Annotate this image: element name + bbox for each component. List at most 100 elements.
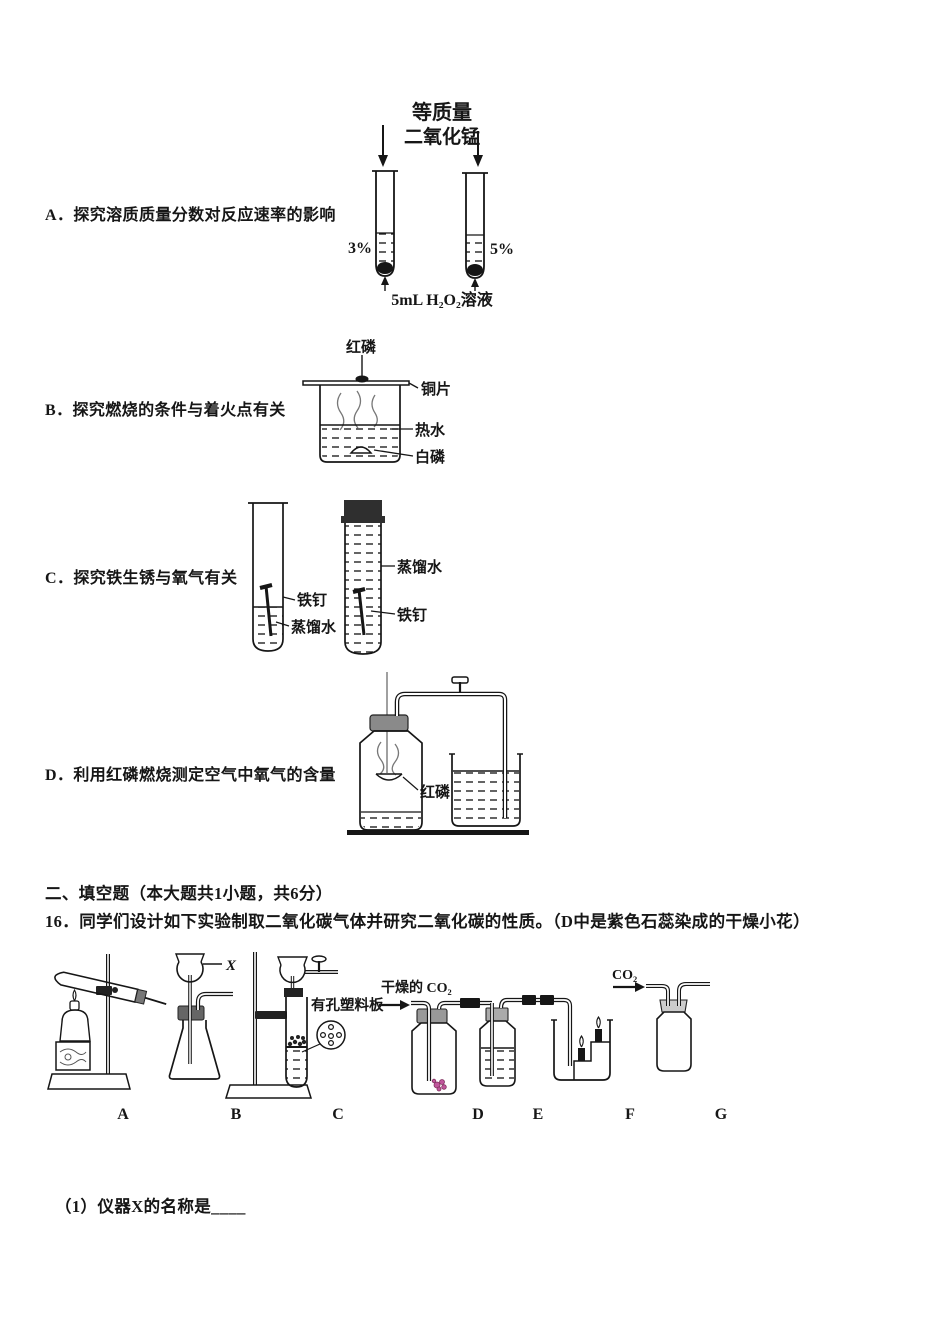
reaction-tube [285, 997, 308, 1088]
option-c-caption: C．探究铁生锈与氧气有关 [45, 570, 238, 587]
apparatus-e-washing-bottle [479, 995, 573, 1087]
instrument-x-label: X [225, 958, 237, 974]
apparatus-a-heating [47, 954, 167, 1090]
question-16: 16．同学们设计如下实验制取二氧化碳气体并研究二氧化碳的性质。（D中是紫色石蕊染… [45, 912, 810, 931]
beaker [553, 1020, 611, 1081]
bottle [656, 1011, 692, 1072]
funnel-ball [279, 964, 306, 984]
white-phosphorus-mound [349, 446, 373, 454]
solution-leader-lines [381, 276, 479, 291]
flame-icon [596, 1016, 601, 1029]
red-phosphorus-label: 红磷 [420, 783, 451, 801]
apparatus-letter: E [532, 1106, 544, 1123]
option-a-caption: A．探究溶质质量分数对反应速率的影响 [45, 207, 336, 224]
sealed-test-tube [341, 500, 385, 655]
leader-line [408, 382, 419, 389]
apparatus-g-collection-bottle: CO₂ [612, 968, 710, 1072]
bottle-stopper [369, 714, 409, 732]
clamp [255, 1011, 287, 1019]
plate-holes [320, 1023, 343, 1046]
stopcock-valve [451, 676, 469, 693]
leader-line [301, 1043, 321, 1053]
apparatus-b-generator: X [168, 953, 237, 1080]
apparatus-letter: G [714, 1106, 728, 1123]
plate-zoom-circle [316, 1020, 346, 1050]
water-left-label: 蒸馏水 [291, 618, 337, 636]
table-line [347, 830, 529, 835]
dry-flower [431, 1078, 447, 1092]
conc-5pct-label: 5% [490, 241, 514, 258]
combustion-spoon [375, 773, 403, 781]
alcohol-lamp [59, 1009, 91, 1042]
water-right-label: 蒸馏水 [397, 558, 443, 576]
diagram-burning-beaker: 红磷 铜片 热水 白磷 [302, 338, 451, 466]
funnel-bulb [176, 961, 204, 983]
apparatus-c-kipp: 有孔塑料板 [224, 952, 384, 1099]
outlet-tube [438, 1002, 492, 1010]
water-beaker [449, 753, 523, 827]
option-b-caption: B．探究燃烧的条件与着火点有关 [45, 402, 286, 419]
clamp [96, 986, 112, 995]
rubber-stopper [344, 500, 382, 516]
leader-line [370, 610, 396, 615]
copper-sheet [302, 380, 410, 386]
flame-icon [72, 988, 77, 1002]
co2-label: CO₂ [612, 968, 637, 983]
gas-bottle [411, 1022, 457, 1095]
side-tube [197, 993, 233, 1010]
bottle [479, 1020, 516, 1087]
option-d-caption: D．利用红磷燃烧测定空气中氧气的含量 [45, 767, 336, 784]
flame-icon [579, 1035, 584, 1048]
mno2-label: 二氧化锰 [404, 125, 480, 148]
apparatus-f-candle-beaker [551, 1016, 613, 1081]
bottle-stopper [485, 1007, 509, 1022]
hot-water-label: 热水 [415, 421, 446, 439]
test-tube-3pct [372, 170, 398, 277]
inlet-tube [411, 1002, 430, 1081]
bottle-stopper [659, 999, 688, 1013]
diagram-h2o2-tubes: 等质量 二氧化锰 3% 5% 5mL H₂O₂溶液 [348, 100, 514, 309]
apparatus-letter: C [332, 1106, 344, 1123]
flow-arrow-icon [400, 1000, 410, 1010]
nail-left-label: 铁钉 [297, 591, 327, 609]
flow-arrow-icon [635, 982, 645, 992]
diagram-air-oxygen: 红磷 [347, 672, 529, 835]
diagram-rust-tubes: 铁钉 蒸馏水 蒸馏水 铁钉 [248, 500, 443, 655]
apparatus-letter: B [230, 1106, 242, 1123]
candle [578, 1048, 585, 1061]
open-test-tube [248, 502, 288, 652]
white-phosphorus-label: 白磷 [415, 448, 446, 466]
apparatus-letter: D [472, 1106, 484, 1123]
solid-lumps [287, 1035, 307, 1047]
stopcock-valve [311, 955, 327, 963]
inlet-tube [646, 985, 669, 1006]
stand-base [224, 1084, 313, 1099]
leader-line [282, 596, 296, 601]
diagram-apparatus-row: X 有孔塑料板 干燥的 CO₂ [47, 952, 710, 1099]
delivery-tube [394, 691, 508, 818]
tube-stopper [284, 988, 303, 997]
apparatus-d-flower-bottle: 干燥的 CO₂ [379, 979, 492, 1095]
h2o2-solution-label: 5mL H₂O₂溶液 [391, 290, 494, 309]
conical-flask [168, 1020, 221, 1080]
nail-right-label: 铁钉 [397, 606, 427, 624]
outlet-tube [500, 999, 571, 1066]
test-tube-5pct [462, 172, 488, 279]
conc-3pct-label: 3% [348, 240, 372, 257]
outlet-tube [678, 983, 710, 1006]
tilted-test-tube [54, 971, 167, 1005]
leader-line [275, 621, 290, 627]
apparatus-letter: A [117, 1106, 129, 1123]
down-arrow-icon [473, 131, 483, 167]
copper-label: 铜片 [421, 380, 451, 398]
section-heading: 二、填空题（本大题共1小题，共6分） [45, 884, 333, 903]
red-phosphorus-label: 红磷 [346, 338, 377, 356]
leader-line [373, 449, 414, 457]
rubber-connector [522, 995, 536, 1005]
equal-mass-label: 等质量 [412, 100, 472, 124]
stand-base [47, 1073, 131, 1090]
beaker [319, 385, 401, 463]
gas-bottle [359, 730, 423, 831]
wood-block [55, 1041, 91, 1071]
